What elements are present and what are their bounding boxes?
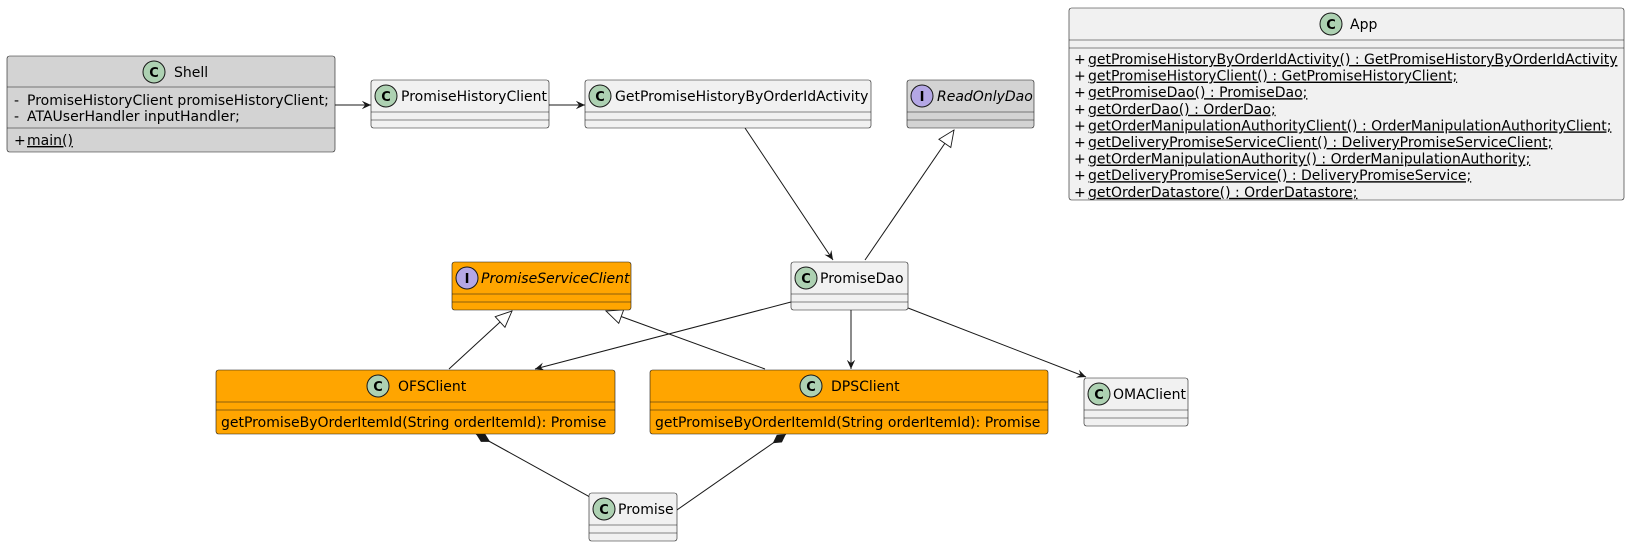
app-method: getPromiseDao() : PromiseDao; bbox=[1088, 85, 1307, 101]
edge-promisedao-to-omaclient bbox=[907, 307, 1087, 378]
interface-name: PromiseServiceClient bbox=[481, 271, 630, 287]
app-method: getOrderDatastore() : OrderDatastore; bbox=[1088, 185, 1358, 201]
edge-dpsclient-implements-promiseserviceclient bbox=[606, 311, 766, 370]
interface-badge-letter: I bbox=[465, 272, 470, 287]
class-badge-letter: C bbox=[1094, 388, 1104, 403]
class-badge-icon bbox=[592, 497, 616, 521]
interface-badge-icon bbox=[910, 84, 934, 108]
edge-promisedao-to-ofsclient bbox=[534, 301, 792, 371]
class-name: DPSClient bbox=[831, 379, 900, 395]
class-badge-icon bbox=[366, 374, 390, 398]
method-main: main() bbox=[27, 133, 73, 149]
edge-ofsclient-implements-promiseserviceclient bbox=[448, 311, 512, 370]
class-badge-icon bbox=[142, 60, 166, 84]
class-badge-letter: C bbox=[373, 380, 383, 395]
visibility-public-icon: + bbox=[1074, 85, 1086, 101]
class-name: PromiseDao bbox=[820, 271, 904, 287]
visibility-public-icon: + bbox=[1074, 102, 1086, 118]
app-method: getDeliveryPromiseServiceClient() : Deli… bbox=[1088, 135, 1552, 151]
field-promisehistoryclient: PromiseHistoryClient promiseHistoryClien… bbox=[27, 93, 329, 109]
class-badge-letter: C bbox=[806, 380, 816, 395]
visibility-public-icon: + bbox=[1074, 168, 1086, 184]
class-promisedao[interactable]: C PromiseDao bbox=[790, 261, 909, 311]
promisehistoryclient-box bbox=[370, 79, 550, 129]
class-badge-icon bbox=[374, 84, 398, 108]
class-name: Shell bbox=[174, 65, 208, 81]
method-getpromisebyorderitemid: getPromiseByOrderItemId(String orderItem… bbox=[221, 415, 606, 431]
class-ofsclient[interactable]: C OFSClient getPromiseByOrderItemId(Stri… bbox=[215, 369, 616, 435]
class-dpsclient[interactable]: C DPSClient getPromiseByOrderItemId(Stri… bbox=[649, 369, 1049, 435]
readonlydao-box bbox=[906, 79, 1035, 129]
visibility-public-icon: + bbox=[1074, 185, 1086, 201]
interface-name: ReadOnlyDao bbox=[937, 89, 1033, 105]
class-app[interactable]: C App +getPromiseHistoryByOrderIdActivit… bbox=[1068, 7, 1625, 201]
app-method: getPromiseHistoryClient() : GetPromiseHi… bbox=[1088, 69, 1457, 85]
promisedao-box bbox=[790, 261, 909, 311]
edge-promise-composes-dpsclient bbox=[673, 433, 787, 513]
app-method: getOrderDao() : OrderDao; bbox=[1088, 102, 1276, 118]
method-getpromisebyorderitemid: getPromiseByOrderItemId(String orderItem… bbox=[655, 415, 1040, 431]
class-name: OFSClient bbox=[398, 379, 467, 395]
interface-badge-letter: I bbox=[920, 90, 925, 105]
visibility-private-icon: - bbox=[14, 109, 19, 125]
class-badge-letter: C bbox=[599, 503, 609, 518]
class-badge-letter: C bbox=[149, 66, 159, 81]
activity-box bbox=[584, 79, 872, 129]
visibility-public-icon: + bbox=[1074, 152, 1086, 168]
class-badge-icon bbox=[588, 84, 612, 108]
class-badge-icon bbox=[799, 374, 823, 398]
class-badge-icon bbox=[794, 266, 818, 290]
class-badge-icon bbox=[1319, 12, 1343, 36]
field-inputhandler: ATAUserHandler inputHandler; bbox=[27, 109, 240, 125]
visibility-public-icon: + bbox=[1074, 52, 1086, 68]
class-name: OMAClient bbox=[1113, 387, 1186, 403]
app-method: getDeliveryPromiseService() : DeliveryPr… bbox=[1088, 168, 1471, 184]
edge-activity-to-promisedao bbox=[744, 127, 834, 261]
class-omaclient[interactable]: C OMAClient bbox=[1083, 377, 1189, 427]
class-name: PromiseHistoryClient bbox=[401, 89, 547, 105]
edges bbox=[335, 100, 1087, 513]
class-name: GetPromiseHistoryByOrderIdActivity bbox=[615, 89, 868, 105]
app-method: getOrderManipulationAuthorityClient() : … bbox=[1088, 118, 1611, 134]
class-promisehistoryclient[interactable]: C PromiseHistoryClient bbox=[370, 79, 550, 129]
visibility-public-icon: + bbox=[1074, 118, 1086, 134]
class-getpromisehistorybyorderidactivity[interactable]: C GetPromiseHistoryByOrderIdActivity bbox=[584, 79, 872, 129]
class-shell[interactable]: C Shell - PromiseHistoryClient promiseHi… bbox=[6, 55, 336, 153]
class-badge-letter: C bbox=[801, 272, 811, 287]
interface-readonlydao[interactable]: I ReadOnlyDao bbox=[906, 79, 1035, 129]
interface-promiseserviceclient[interactable]: I PromiseServiceClient bbox=[451, 261, 632, 311]
edge-promisedao-implements-readonlydao bbox=[864, 130, 954, 261]
class-promise[interactable]: C Promise bbox=[588, 492, 678, 542]
class-badge-letter: C bbox=[381, 90, 391, 105]
app-methods: +getPromiseHistoryByOrderIdActivity() : … bbox=[1074, 52, 1617, 201]
class-name: Promise bbox=[618, 502, 674, 518]
omaclient-box bbox=[1083, 377, 1189, 427]
app-method: getOrderManipulationAuthority() : OrderM… bbox=[1088, 152, 1530, 168]
class-name: App bbox=[1350, 17, 1377, 33]
visibility-public-icon: + bbox=[14, 133, 26, 149]
visibility-private-icon: - bbox=[14, 93, 19, 109]
class-badge-letter: C bbox=[595, 90, 605, 105]
visibility-public-icon: + bbox=[1074, 135, 1086, 151]
visibility-public-icon: + bbox=[1074, 69, 1086, 85]
interface-badge-icon bbox=[455, 266, 479, 290]
promiseserviceclient-box bbox=[451, 261, 632, 311]
class-badge-letter: C bbox=[1326, 18, 1336, 33]
app-box bbox=[1068, 7, 1625, 201]
app-method: getPromiseHistoryByOrderIdActivity() : G… bbox=[1088, 52, 1617, 68]
class-badge-icon bbox=[1087, 382, 1111, 406]
